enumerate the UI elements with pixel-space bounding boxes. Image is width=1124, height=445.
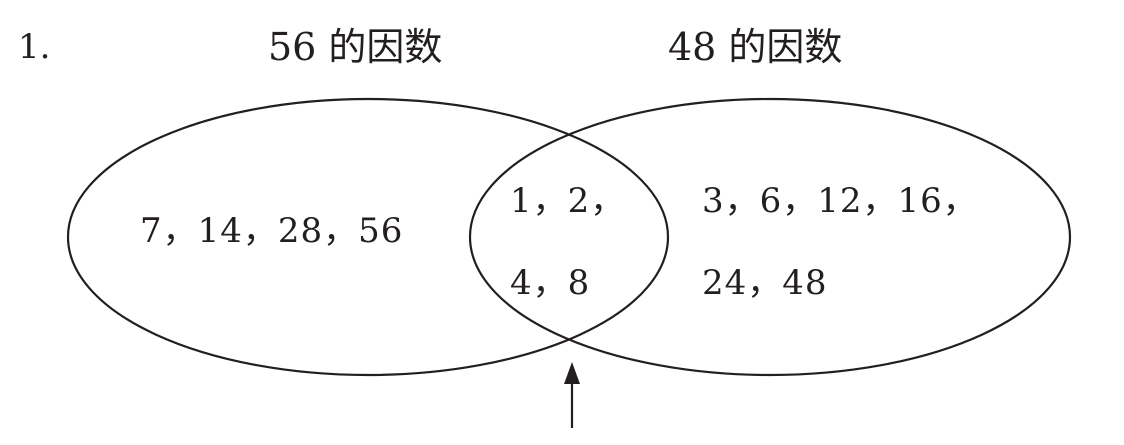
intersection-values-line2: 4，8 — [510, 263, 591, 303]
left-set-title: 56 的因数 — [268, 25, 443, 69]
arrow-up-icon — [564, 362, 580, 428]
right-set-ellipse — [468, 97, 1072, 377]
problem-number: 1. — [18, 27, 51, 67]
right-only-values-line2: 24，48 — [702, 263, 828, 303]
intersection-values-line1: 1，2， — [510, 181, 626, 221]
left-only-values: 7，14，28，56 — [140, 211, 404, 251]
left-set-ellipse — [66, 97, 670, 377]
right-only-values-line1: 3，6，12，16， — [702, 181, 978, 221]
right-set-title: 48 的因数 — [668, 25, 843, 69]
